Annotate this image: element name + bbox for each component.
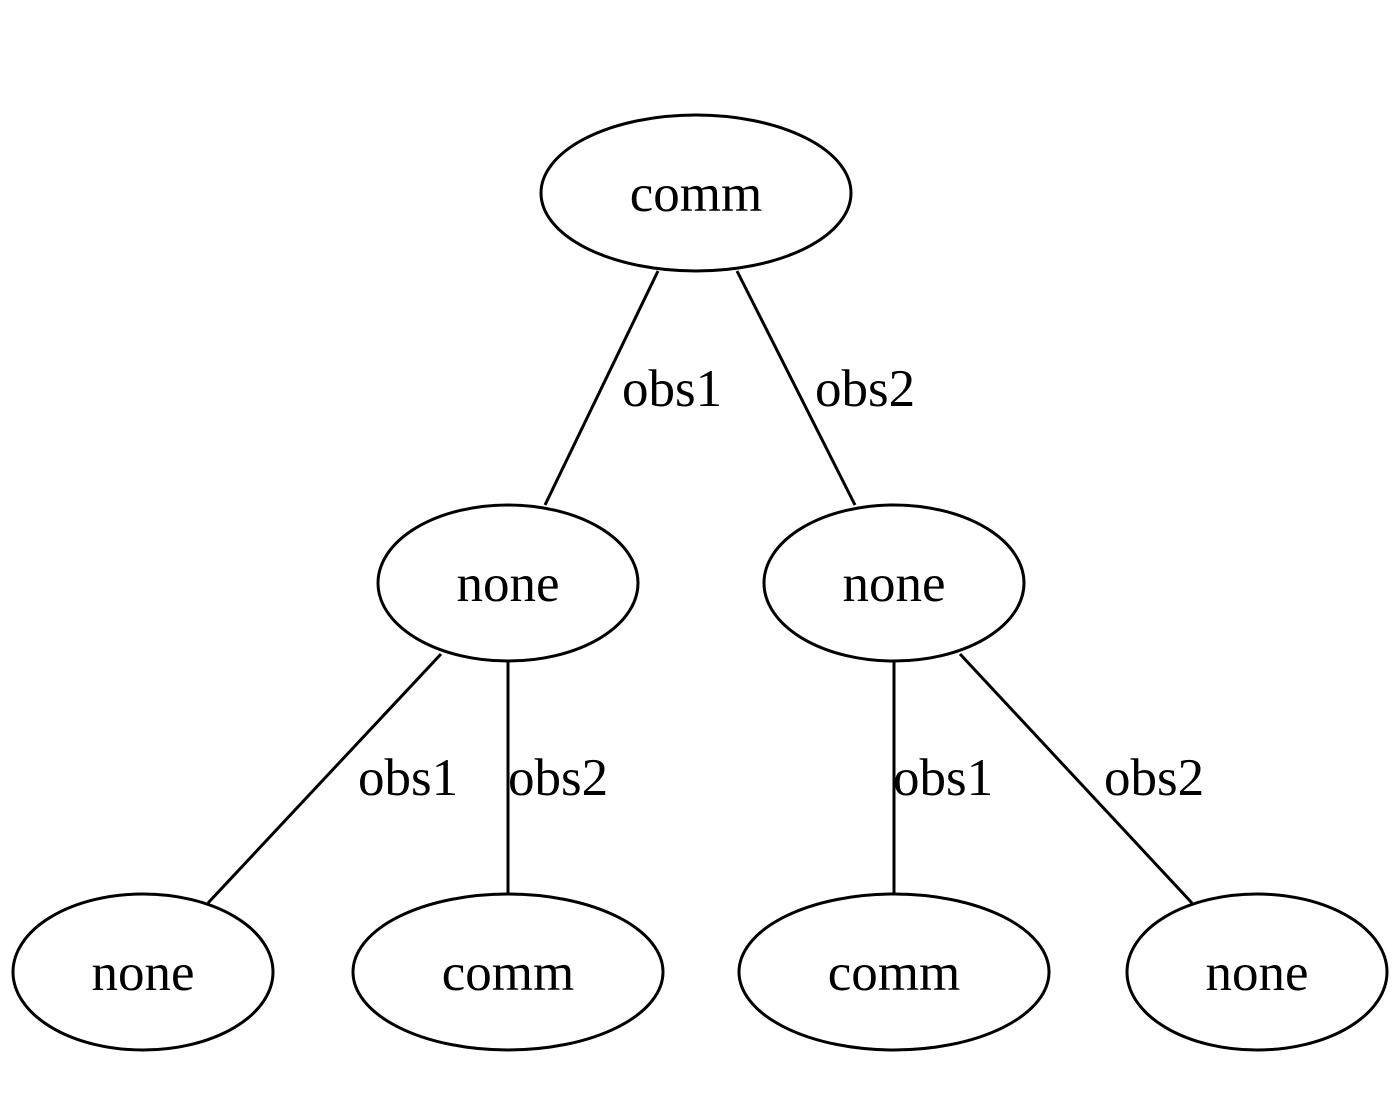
node-label: none [1205, 944, 1308, 1002]
node-label: comm [442, 944, 574, 1002]
edge-label-left-leaf1: obs1 [358, 749, 458, 807]
node-label: none [456, 555, 559, 613]
node-leaf-4: none [1125, 892, 1389, 1052]
node-label: comm [630, 165, 762, 223]
node-label: none [91, 944, 194, 1002]
edge-label-root-left: obs1 [622, 360, 722, 418]
node-root: comm [539, 113, 853, 273]
node-leaf-3: comm [737, 892, 1051, 1052]
node-left: none [376, 503, 640, 663]
edge-root-right [735, 270, 857, 506]
edge-labels: obs1 obs2 obs1 obs2 obs1 obs2 [358, 360, 1204, 807]
edges [206, 270, 1194, 905]
edge-label-root-right: obs2 [815, 360, 915, 418]
edge-root-left [543, 270, 660, 506]
edge-right-leaf4 [958, 652, 1194, 905]
node-label: none [842, 555, 945, 613]
edge-label-right-leaf4: obs2 [1104, 749, 1204, 807]
node-leaf-2: comm [351, 892, 665, 1052]
edge-label-right-leaf3: obs1 [893, 749, 993, 807]
node-label: comm [828, 944, 960, 1002]
node-leaf-1: none [11, 892, 275, 1052]
edge-left-leaf1 [206, 652, 443, 905]
node-right: none [762, 503, 1026, 663]
edge-label-left-leaf2: obs2 [508, 749, 608, 807]
